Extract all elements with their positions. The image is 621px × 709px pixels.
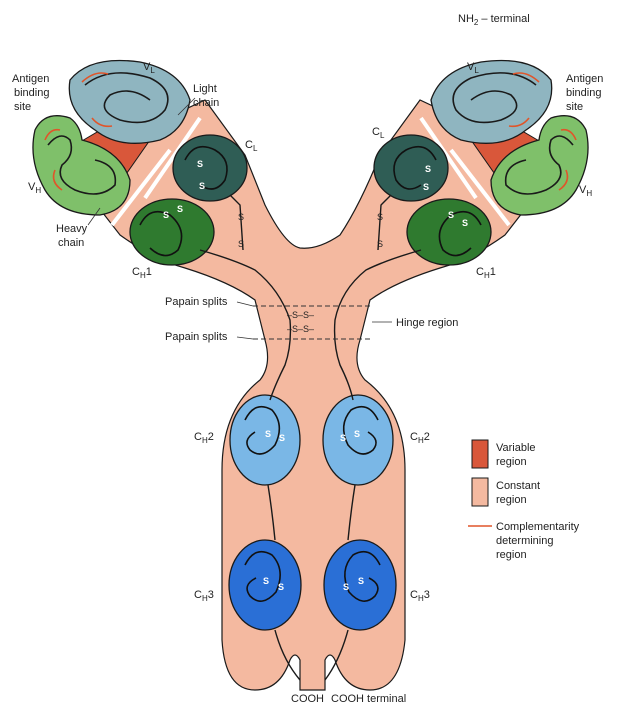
ch1-domain-right: S S [407, 199, 491, 265]
ch1-left-s-2: S [177, 204, 183, 214]
ch3-right-s-1: S [343, 582, 349, 592]
ch2-left-s-2: S [279, 433, 285, 443]
ch1-left-label: CH1 [132, 266, 152, 280]
cl-right-label: CL [372, 126, 385, 140]
light-chain-label-1: Light [193, 83, 217, 95]
ch2-right-s-2: S [354, 429, 360, 439]
ch3-left-s-2: S [278, 582, 284, 592]
legend: Variable region Constant region Compleme… [468, 440, 580, 561]
ch3-right-s-2: S [358, 576, 364, 586]
ch3-left-label: CH3 [194, 589, 214, 603]
antigen-binding-site-left-2: binding [14, 87, 49, 99]
cl-left-label: CL [245, 139, 258, 153]
cooh-terminal-label: COOH terminal [331, 693, 406, 705]
light-chain-label-2: chain [193, 97, 219, 109]
ch3-right-label: CH3 [410, 589, 430, 603]
ch1-domain-left: S S [130, 199, 214, 265]
cl-domain-left: S S [173, 135, 247, 201]
ch2-left-label: CH2 [194, 431, 214, 445]
ch2-left-s-1: S [265, 429, 271, 439]
cl-left-s-1: S [197, 159, 203, 169]
cl-domain-right: S S [374, 135, 448, 201]
ch1-right-label: CH1 [476, 266, 496, 280]
nh2-terminal-label: NH2 – terminal [458, 13, 530, 27]
lh-right-s-1: S [377, 212, 383, 222]
legend-cdr-label-2: determining [496, 535, 553, 547]
vh-right-label: VH [579, 184, 592, 198]
ch2-domain-right: S S [323, 395, 393, 485]
antigen-binding-site-left-3: site [14, 101, 31, 113]
ch2-right-label: CH2 [410, 431, 430, 445]
vl-left-label: VL [143, 61, 155, 75]
ch1-right-s-2: S [462, 218, 468, 228]
legend-variable-label-1: Variable [496, 442, 536, 454]
vl-domain-right [431, 60, 552, 143]
ch2-right-s-1: S [340, 433, 346, 443]
heavy-chain-label-2: chain [58, 237, 84, 249]
ch1-left-s-1: S [163, 210, 169, 220]
legend-variable-label-2: region [496, 456, 527, 468]
heavy-chain-label-1: Heavy [56, 223, 88, 235]
antigen-binding-site-left-1: Antigen [12, 73, 49, 85]
cl-right-s-2: S [423, 182, 429, 192]
ch1-right-s-1: S [448, 210, 454, 220]
papain-splits-label-2: Papain splits [165, 331, 228, 343]
hinge-disulfide-2: –S–S– [287, 324, 314, 334]
lh-right-s-2: S [377, 239, 383, 249]
legend-cdr-label-1: Complementarity [496, 521, 580, 533]
papain-leader-2 [237, 337, 253, 339]
hinge-disulfide-1: –S–S– [287, 310, 314, 320]
legend-variable-swatch [472, 440, 488, 468]
antigen-binding-site-right-1: Antigen [566, 73, 603, 85]
hinge-region-label: Hinge region [396, 317, 458, 329]
lh-left-s-2: S [238, 239, 244, 249]
cooh-left-label: COOH [291, 693, 324, 705]
papain-leader-1 [237, 302, 253, 306]
antigen-binding-site-right-2: binding [566, 87, 601, 99]
vl-domain-left [69, 60, 190, 143]
ch3-domain-right: S S [324, 540, 396, 630]
cl-left-s-2: S [199, 181, 205, 191]
legend-constant-label-1: Constant [496, 480, 540, 492]
lh-left-s-1: S [238, 212, 244, 222]
papain-splits-label-1: Papain splits [165, 296, 228, 308]
vh-left-label: VH [28, 181, 41, 195]
legend-constant-label-2: region [496, 494, 527, 506]
legend-cdr-label-3: region [496, 549, 527, 561]
legend-constant-swatch [472, 478, 488, 506]
ch3-domain-left: S S [229, 540, 301, 630]
ch2-domain-left: S S [230, 395, 300, 485]
antigen-binding-site-right-3: site [566, 101, 583, 113]
ch3-left-s-1: S [263, 576, 269, 586]
cl-right-s-1: S [425, 164, 431, 174]
